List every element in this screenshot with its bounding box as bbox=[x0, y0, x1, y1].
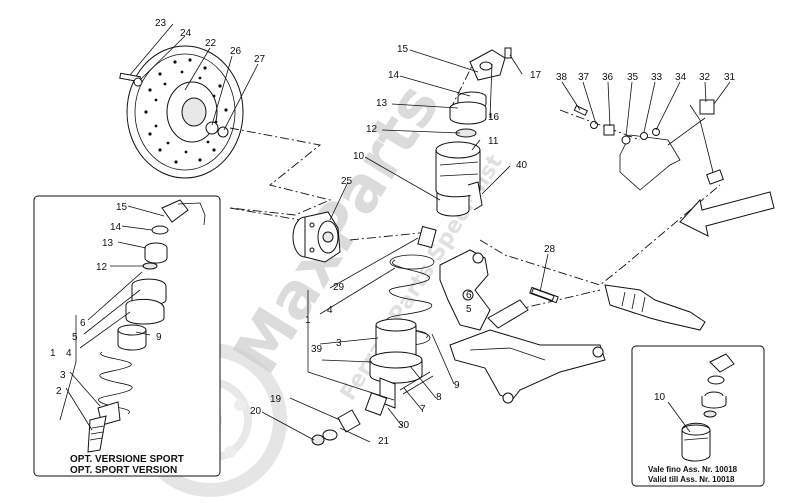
damper-top-assembly bbox=[417, 49, 506, 249]
inset-caption-english: OPT. SPORT VERSION bbox=[70, 465, 177, 476]
inset2-part-label-10: 10 bbox=[654, 392, 666, 403]
inset-part-label-12: 12 bbox=[96, 262, 108, 273]
bush-and-nut bbox=[311, 409, 361, 446]
inset-sport-damper bbox=[87, 199, 206, 453]
inset-part-label-6: 6 bbox=[80, 318, 86, 329]
inset-part-label-14: 14 bbox=[110, 222, 122, 233]
inset-part-label-2: 2 bbox=[56, 386, 62, 397]
lower-control-arm bbox=[449, 299, 606, 404]
brake-disc bbox=[119, 45, 244, 179]
part-label-22: 22 bbox=[205, 38, 217, 49]
bolt-28 bbox=[530, 287, 555, 302]
part-label-33: 33 bbox=[651, 72, 663, 83]
part-label-10: 10 bbox=[353, 151, 365, 162]
part-label-24: 24 bbox=[180, 28, 192, 39]
inset-sport-version: OPT. VERSIONE SPORT OPT. SPORT VERSION bbox=[33, 195, 221, 477]
part-label-14: 14 bbox=[388, 70, 400, 81]
part-label-5: 5 bbox=[466, 304, 472, 315]
part-label-13: 13 bbox=[376, 98, 388, 109]
inset-part-label-5: 5 bbox=[72, 332, 78, 343]
direction-arrow-icon bbox=[679, 191, 775, 237]
inset2-caption-english: Valid till Ass. Nr. 10018 bbox=[648, 475, 735, 484]
part-label-37: 37 bbox=[578, 72, 590, 83]
part-label-38: 38 bbox=[556, 72, 568, 83]
part-label-1: 1 bbox=[305, 315, 311, 326]
inset-leader-lines bbox=[59, 205, 165, 431]
part-label-25: 25 bbox=[341, 176, 353, 187]
part-label-9: 9 bbox=[454, 380, 460, 391]
inset-caption-italian: OPT. VERSIONE SPORT bbox=[70, 454, 184, 465]
wheel-hub bbox=[292, 211, 341, 263]
part-label-15: 15 bbox=[397, 44, 409, 55]
part-label-20: 20 bbox=[250, 406, 262, 417]
part-label-27: 27 bbox=[254, 54, 266, 65]
lower-damper-body bbox=[364, 318, 434, 416]
part-label-29: 29 bbox=[333, 282, 345, 293]
drive-shaft bbox=[604, 284, 706, 331]
assembly-lines bbox=[229, 59, 721, 311]
part-label-23: 23 bbox=[155, 18, 167, 29]
part-label-11: 11 bbox=[488, 136, 499, 147]
inset-part-label-4: 4 bbox=[66, 348, 72, 359]
part-label-34: 34 bbox=[675, 72, 687, 83]
part-label-31: 31 bbox=[724, 72, 736, 83]
part-label-19: 19 bbox=[270, 394, 282, 405]
inset2-caption-italian: Vale fino Ass. Nr. 10018 bbox=[648, 465, 738, 474]
part-label-18: 18 bbox=[0, 0, 12, 3]
anti-roll-bar-link bbox=[573, 99, 724, 191]
part-label-4: 4 bbox=[327, 305, 333, 316]
part-label-40: 40 bbox=[516, 160, 528, 171]
part-label-28: 28 bbox=[544, 244, 556, 255]
part-label-3: 3 bbox=[336, 338, 342, 349]
inset-early-damper bbox=[681, 353, 735, 462]
part-label-39: 39 bbox=[311, 344, 323, 355]
part-label-7: 7 bbox=[420, 404, 426, 415]
part-label-35: 35 bbox=[627, 72, 639, 83]
inset-part-label-15: 15 bbox=[116, 202, 128, 213]
inset-part-label-13: 13 bbox=[102, 238, 114, 249]
part-label-30: 30 bbox=[398, 420, 410, 431]
leader-lines bbox=[129, 23, 731, 443]
part-label-17: 17 bbox=[530, 70, 542, 81]
inset-early-version: Vale fino Ass. Nr. 10018 Valid till Ass.… bbox=[631, 345, 765, 487]
part-label-26: 26 bbox=[230, 46, 242, 57]
part-label-21: 21 bbox=[378, 436, 390, 447]
inset2-part-labels: 10 bbox=[654, 392, 666, 403]
part-label-6: 6 bbox=[466, 290, 472, 301]
inset-part-label-9: 9 bbox=[156, 332, 162, 343]
part-label-12: 12 bbox=[366, 124, 378, 135]
inset-part-label-1: 1 bbox=[50, 348, 56, 359]
bolt-17 bbox=[504, 47, 512, 59]
part-label-32: 32 bbox=[699, 72, 711, 83]
part-label-36: 36 bbox=[602, 72, 614, 83]
inset-part-label-3: 3 bbox=[60, 370, 66, 381]
part-label-8: 8 bbox=[436, 392, 442, 403]
part-label-16: 16 bbox=[488, 112, 500, 123]
